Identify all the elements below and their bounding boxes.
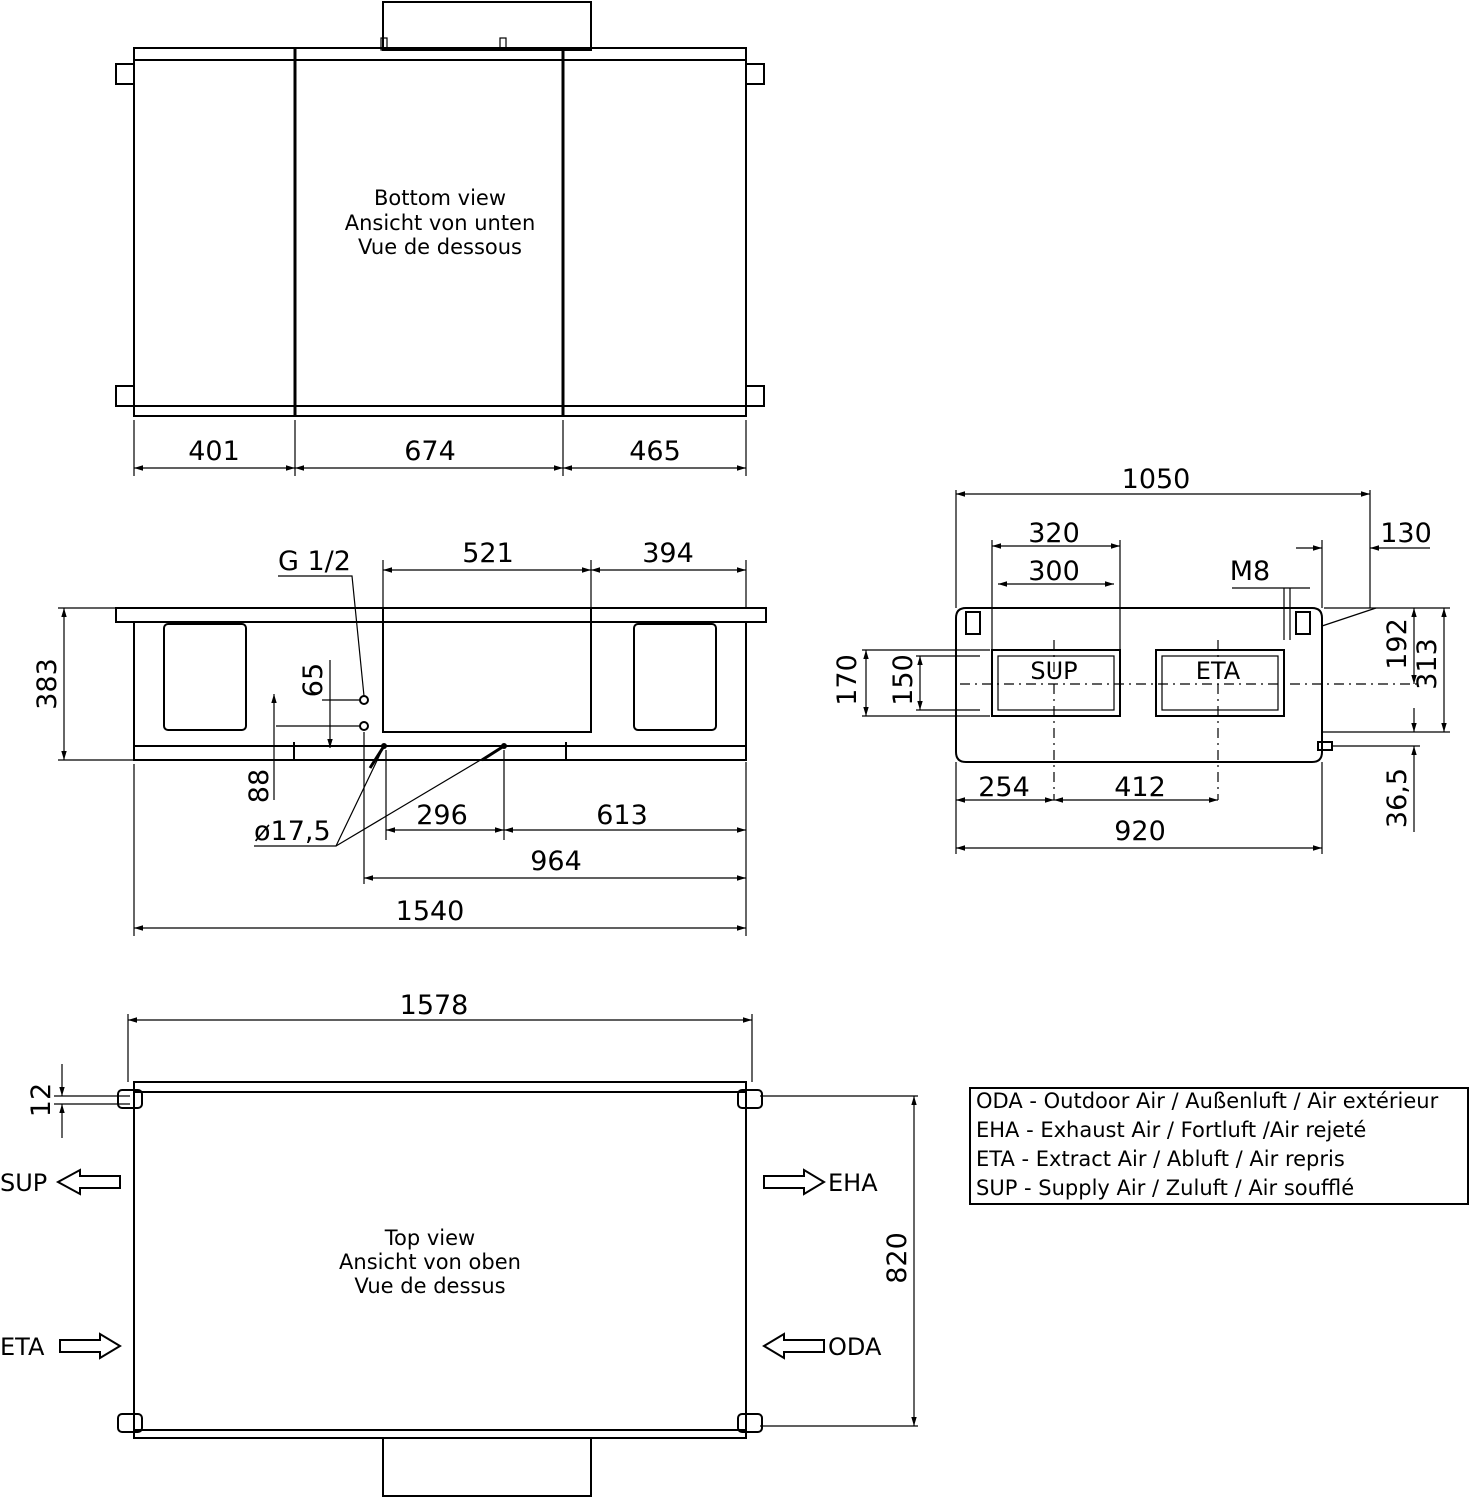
legend-eha: EHA - Exhaust Air / Fortluft /Air rejeté: [976, 1118, 1366, 1142]
dim-964: 964: [530, 846, 582, 877]
dim-12: 12: [26, 1083, 57, 1117]
end-view-port-eta: [1155, 649, 1285, 717]
legend-box: [969, 1087, 1469, 1205]
top-spigot: [382, 1, 592, 51]
dim-820: 820: [882, 1232, 913, 1284]
label-g12: G 1/2: [278, 546, 351, 577]
dim-401: 401: [188, 436, 240, 467]
legend-oda: ODA - Outdoor Air / Außenluft / Air exté…: [976, 1089, 1439, 1113]
label-oda: ODA: [828, 1333, 882, 1361]
label-m8: M8: [1230, 556, 1270, 587]
dim-150: 150: [888, 654, 919, 706]
dim-65: 65: [298, 663, 329, 697]
dim-521: 521: [462, 538, 514, 569]
side-panel-right: [633, 623, 717, 731]
arrow-eha: [763, 1168, 826, 1196]
label-eta: ETA: [0, 1333, 45, 1361]
mounting-brackets: [115, 63, 765, 407]
label-eha: EHA: [828, 1169, 878, 1197]
dim-613: 613: [596, 800, 648, 831]
dim-1578: 1578: [400, 990, 469, 1021]
legend: ODA - Outdoor Air / Außenluft / Air exté…: [969, 1087, 1469, 1205]
dim-170: 170: [832, 654, 863, 706]
label-sup: SUP: [0, 1169, 47, 1197]
side-view: 521 394 G 1/2 383 65 88 ø17,5 296 613: [32, 538, 767, 936]
arrow-sup: [55, 1168, 121, 1196]
top-view-brackets: [117, 1089, 763, 1433]
end-view-outline: [955, 607, 1323, 763]
dim-254: 254: [978, 772, 1030, 803]
top-view-title-en: Top view: [384, 1226, 475, 1250]
top-view-title-fr: Vue de dessus: [354, 1274, 505, 1298]
side-view-outline: [133, 621, 747, 761]
dim-313: 313: [1412, 638, 1443, 690]
top-view: Top view Ansicht von oben Vue de dessus …: [0, 990, 918, 1497]
dim-300: 300: [1028, 556, 1080, 587]
bottom-view-title-en: Bottom view: [374, 186, 506, 210]
end-view-port-sup: [991, 649, 1121, 717]
legend-eta: ETA - Extract Air / Abluft / Air repris: [976, 1147, 1345, 1171]
bottom-view-title-de: Ansicht von unten: [345, 211, 536, 235]
dim-1540: 1540: [396, 896, 465, 927]
dim-465: 465: [629, 436, 681, 467]
dim-1050: 1050: [1122, 464, 1191, 495]
side-panel-left: [163, 623, 247, 731]
dim-36-5: 36,5: [1382, 768, 1413, 828]
dim-320: 320: [1028, 518, 1080, 549]
legend-sup: SUP - Supply Air / Zuluft / Air soufflé: [976, 1176, 1354, 1200]
dim-383: 383: [32, 658, 63, 710]
dim-130: 130: [1380, 518, 1432, 549]
bottom-view: Bottom view Ansicht von unten Vue de des…: [115, 1, 765, 476]
dim-674: 674: [404, 436, 456, 467]
bottom-view-title-fr: Vue de dessous: [358, 235, 522, 259]
arrow-eta: [59, 1332, 122, 1360]
side-panel-center: [382, 607, 592, 733]
dim-192: 192: [1382, 618, 1413, 670]
label-diameter: ø17,5: [254, 816, 331, 847]
bottom-view-outline: [133, 47, 747, 417]
arrow-oda: [762, 1332, 825, 1360]
top-view-title-de: Ansicht von oben: [339, 1250, 521, 1274]
dim-296: 296: [416, 800, 468, 831]
bottom-spigot: [382, 1437, 592, 1497]
dim-412: 412: [1114, 772, 1166, 803]
dim-920: 920: [1114, 816, 1166, 847]
dim-88: 88: [244, 769, 275, 803]
dim-394: 394: [642, 538, 694, 569]
end-view: SUP ETA 1050 320 300 130 M8: [832, 464, 1450, 854]
